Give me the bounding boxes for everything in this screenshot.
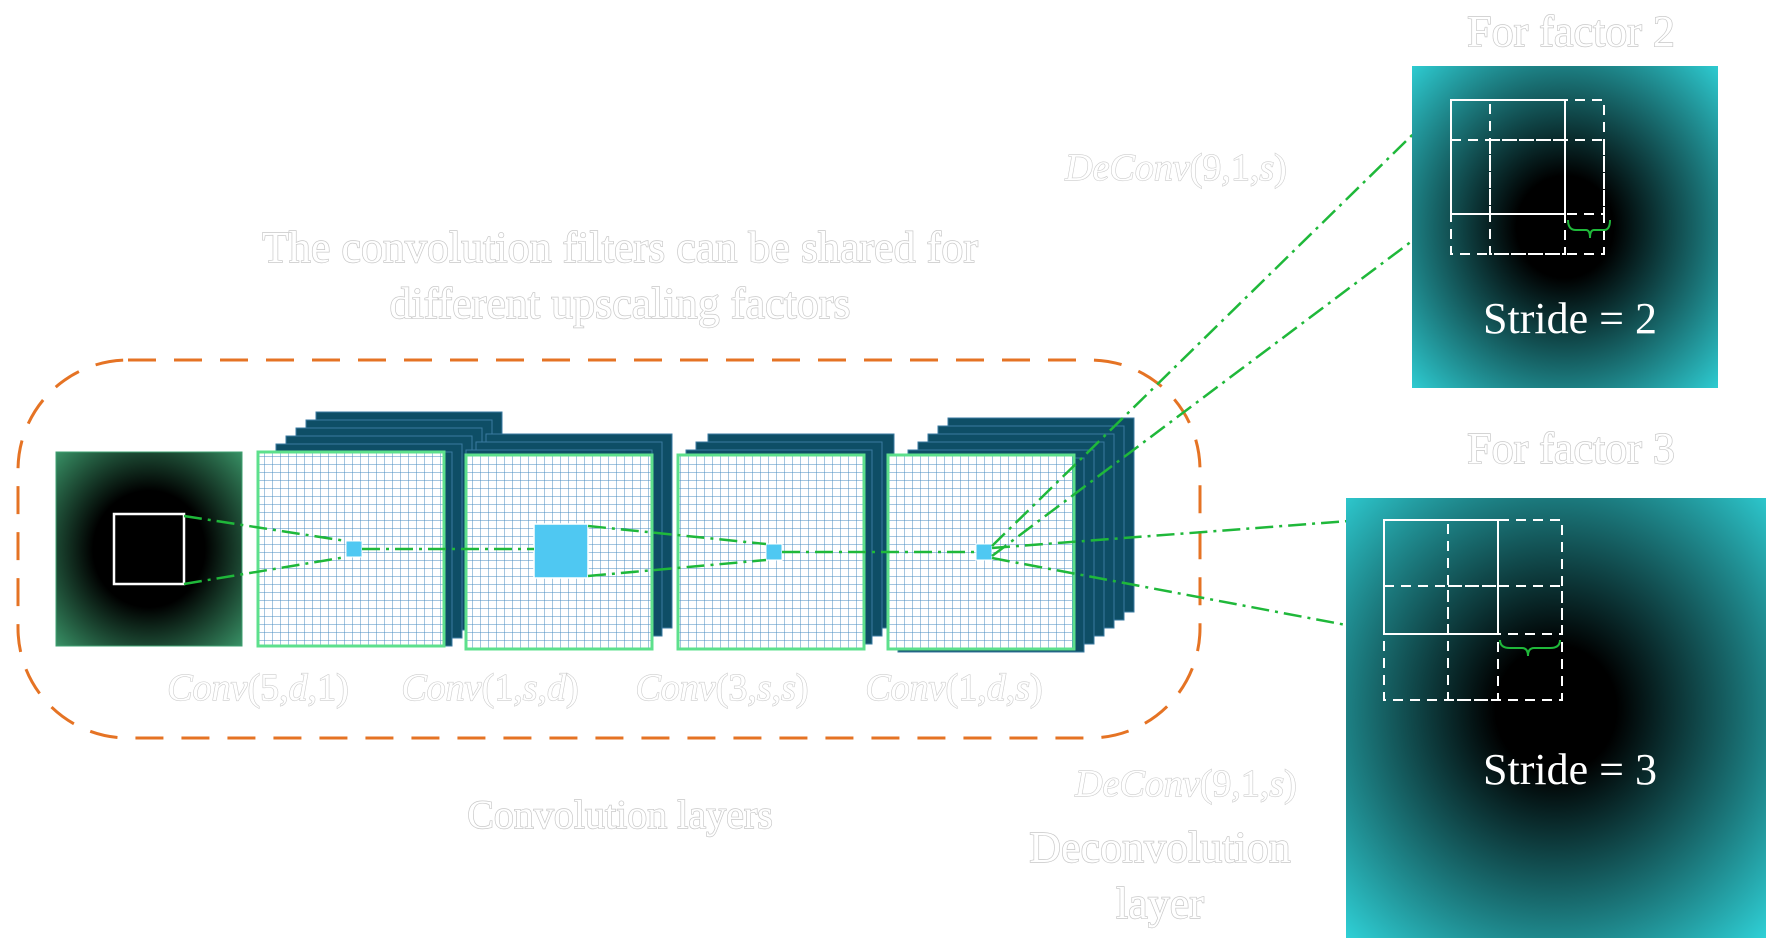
factor2-title: For factor 2 <box>1467 7 1675 56</box>
factor3-stride-text: Stride = 3 <box>1483 745 1657 794</box>
title-line-2: different upscaling factors <box>389 279 850 328</box>
conv-layer-2-stack <box>464 433 673 651</box>
conv-layer-1-kernel <box>345 540 363 558</box>
input-patch-square <box>112 512 186 586</box>
conv-layer-3-stack <box>676 433 895 651</box>
title: The convolution filters can be shared fo… <box>261 222 979 328</box>
conv-layers-label: Convolution layers <box>467 792 773 837</box>
conv-label-4: Conv(1,d,s) <box>865 667 1042 709</box>
conv-label-1: Conv(5,d,1) <box>167 667 349 709</box>
conv-label-3: Conv(3,s,s) <box>635 667 808 709</box>
conv-connectors <box>183 514 976 586</box>
conv-layer-3-kernel <box>765 543 783 561</box>
title-line-1: The convolution filters can be shared fo… <box>262 223 978 272</box>
deconv-label-factor3: DeConv(9,1,s) <box>1074 763 1297 805</box>
factor3-stride-brace <box>1499 639 1561 657</box>
conv-labels: Conv(5,d,1) Conv(1,s,d) Conv(3,s,s) Conv… <box>167 666 1044 709</box>
conv-layer-4-stack <box>886 417 1135 653</box>
deconv-label-factor2: DeConv(9,1,s) <box>1064 147 1287 189</box>
deconv-connectors <box>991 99 1449 630</box>
factor3-output: Stride = 3 <box>1346 498 1766 938</box>
conv-layer-4-kernel <box>975 543 993 561</box>
deconv-layer-label-line-1: Deconvolution <box>1029 823 1291 872</box>
conv-label-2: Conv(1,s,d) <box>401 667 578 709</box>
deconv-layer-label-line-2: layer <box>1116 879 1204 928</box>
factor2-output: Stride = 2 <box>1412 66 1718 388</box>
factor2-stride-text: Stride = 2 <box>1483 294 1657 343</box>
input-image <box>55 451 243 647</box>
factor2-stride-brace <box>1567 219 1611 239</box>
conv-layers-boundary <box>16 358 1202 740</box>
conv-layer-2-kernel <box>533 523 589 579</box>
factor3-title: For factor 3 <box>1467 424 1675 473</box>
